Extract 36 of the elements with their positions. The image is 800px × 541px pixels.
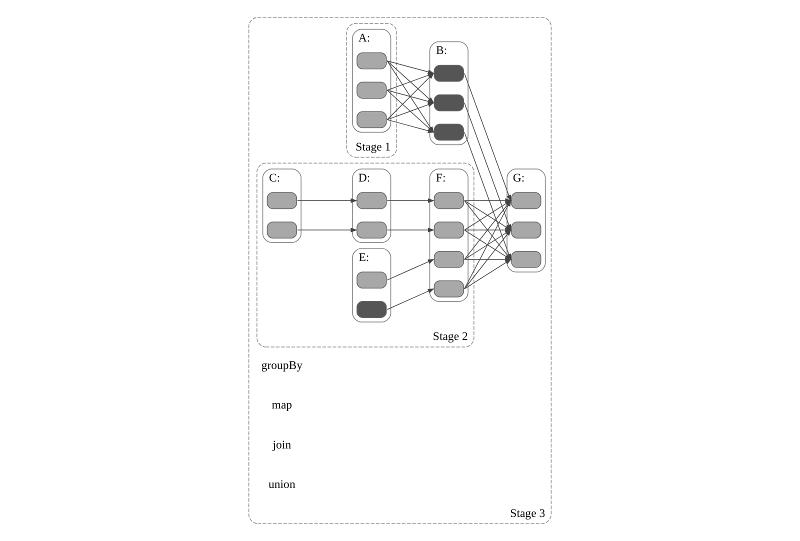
node-box	[266, 222, 298, 238]
node-box	[356, 272, 387, 289]
arrow	[386, 228, 435, 232]
arrow	[386, 259, 434, 280]
node-box	[511, 222, 542, 238]
cluster: D:	[352, 168, 392, 243]
node-box	[511, 251, 542, 268]
arrow	[386, 102, 435, 120]
arrow	[386, 288, 434, 310]
cluster: C:	[262, 168, 302, 243]
label: join	[272, 438, 292, 452]
cluster: F:	[429, 168, 468, 302]
node-box	[356, 192, 387, 210]
node-box	[434, 94, 464, 112]
node-box	[356, 52, 387, 70]
node-box	[356, 222, 387, 238]
cluster: E:	[352, 248, 392, 322]
node-box	[356, 82, 387, 99]
arrow	[464, 258, 512, 290]
node-box	[434, 192, 464, 210]
node-box	[356, 111, 387, 128]
node-box	[356, 301, 387, 318]
node-box	[434, 64, 464, 82]
arrow	[386, 198, 435, 203]
arrow	[297, 198, 358, 203]
node-box	[434, 124, 464, 141]
node-box	[434, 222, 464, 238]
node-box	[266, 192, 298, 210]
arrow	[297, 228, 358, 232]
node-box	[511, 192, 542, 210]
label: map	[272, 398, 292, 412]
node-box	[434, 280, 464, 298]
label: union	[268, 478, 296, 492]
cluster: A:	[352, 28, 392, 133]
node-box	[434, 251, 464, 268]
label: groupBy	[261, 358, 303, 372]
